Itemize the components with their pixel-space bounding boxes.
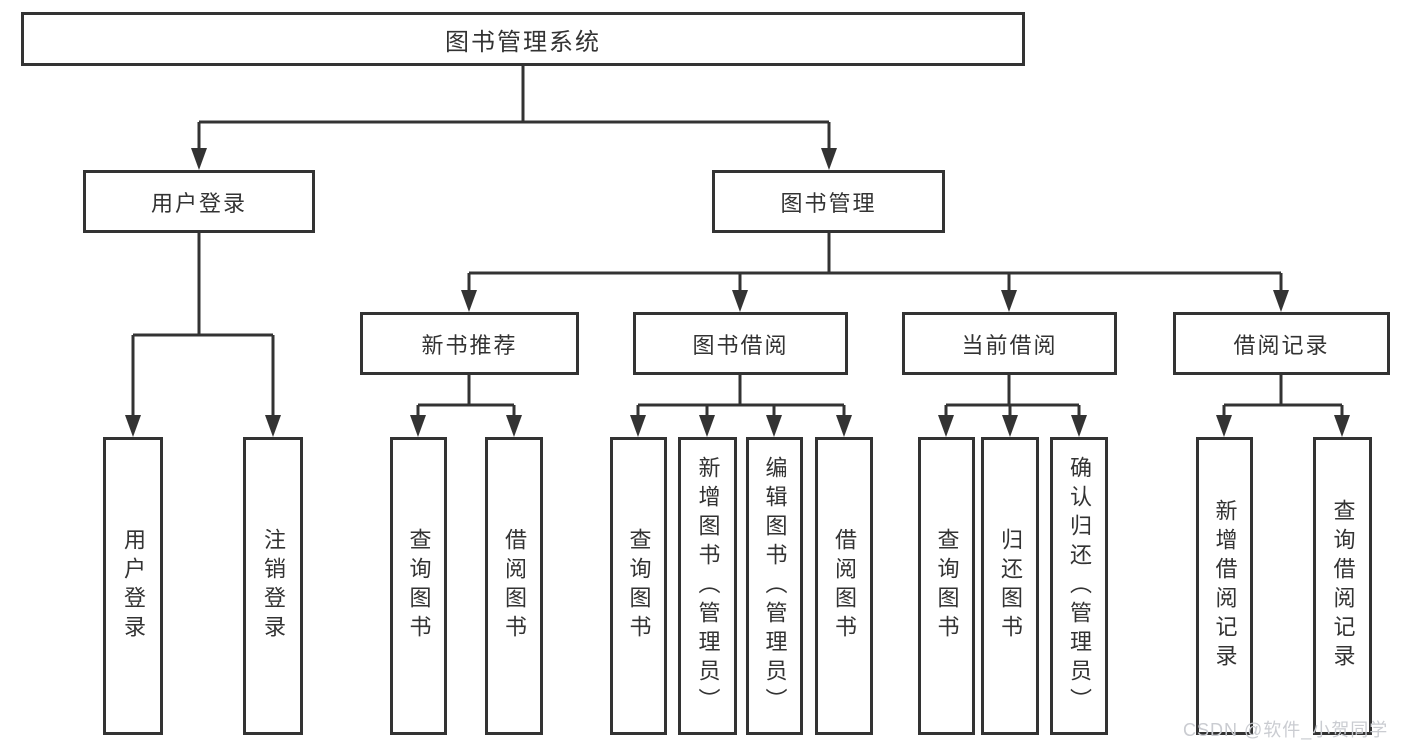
arrowhead: [506, 415, 522, 437]
arrowhead: [1001, 290, 1017, 312]
arrowhead: [938, 415, 954, 437]
arrowhead: [125, 415, 141, 437]
leaf-add-books-admin: 新增图书（管理员）: [678, 437, 737, 735]
arrowhead: [1334, 415, 1350, 437]
branch-book-management: 图书管理: [712, 170, 945, 233]
connector-root-to-level2: [191, 66, 837, 170]
leaf-add-borrow-record: 新增借阅记录: [1196, 437, 1253, 735]
leaf-query-books-recommend: 查询图书: [390, 437, 447, 735]
arrowhead: [699, 415, 715, 437]
leaf-logout: 注销登录: [243, 437, 303, 735]
section-borrow-records: 借阅记录: [1173, 312, 1390, 375]
section-new-book-recommend: 新书推荐: [360, 312, 579, 375]
arrowhead: [630, 415, 646, 437]
arrowhead: [461, 290, 477, 312]
leaf-user-login: 用户登录: [103, 437, 163, 735]
leaf-query-books-current: 查询图书: [918, 437, 975, 735]
leaf-query-books-borrow: 查询图书: [610, 437, 667, 735]
connector-user-login-to-leaves: [125, 232, 281, 437]
connector-current-borrow-to-leaves: [938, 375, 1087, 437]
arrowhead: [191, 148, 207, 170]
arrowhead: [410, 415, 426, 437]
connector-new-book-recommend-to-leaves: [410, 375, 522, 437]
connector-borrow-records-to-leaves: [1216, 375, 1350, 437]
connector-book-management-to-sections: [461, 232, 1289, 312]
arrowhead: [836, 415, 852, 437]
arrowhead: [766, 415, 782, 437]
connector-book-borrow-to-leaves: [630, 375, 852, 437]
leaf-edit-books-admin: 编辑图书（管理员）: [746, 437, 803, 735]
leaf-borrow-books-recommend: 借阅图书: [485, 437, 543, 735]
section-current-borrow: 当前借阅: [902, 312, 1117, 375]
watermark-text: CSDN @软件_小贺同学: [1183, 720, 1389, 740]
arrowhead: [821, 148, 837, 170]
arrowhead: [1273, 290, 1289, 312]
root-node-library-management-system: 图书管理系统: [21, 12, 1025, 66]
arrowhead: [1071, 415, 1087, 437]
arrowhead: [265, 415, 281, 437]
leaf-borrow-books: 借阅图书: [815, 437, 873, 735]
branch-user-login: 用户登录: [83, 170, 315, 233]
section-book-borrow: 图书借阅: [633, 312, 848, 375]
arrowhead: [1002, 415, 1018, 437]
arrowhead: [1216, 415, 1232, 437]
leaf-query-borrow-record: 查询借阅记录: [1313, 437, 1372, 735]
arrowhead: [732, 290, 748, 312]
leaf-return-books: 归还图书: [981, 437, 1039, 735]
leaf-confirm-return-admin: 确认归还（管理员）: [1050, 437, 1108, 735]
